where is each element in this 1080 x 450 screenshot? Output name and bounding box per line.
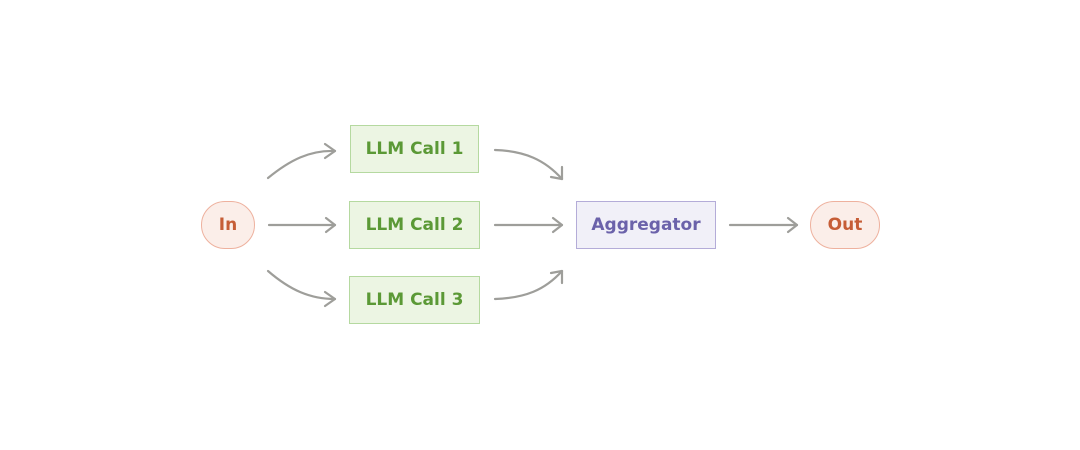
arrow-in-to-llm3 — [266, 269, 337, 301]
llm-call-3-label: LLM Call 3 — [365, 290, 464, 310]
output-node: Out — [810, 201, 880, 249]
aggregator-node: Aggregator — [576, 201, 716, 249]
arrow-llm1-to-agg — [493, 148, 564, 181]
arrowhead-llm2-to-agg — [551, 216, 564, 234]
arrowhead-in-to-llm2 — [324, 216, 337, 234]
llm-call-3-node: LLM Call 3 — [349, 276, 480, 324]
aggregator-label: Aggregator — [591, 215, 701, 235]
llm-call-1-label: LLM Call 1 — [365, 139, 464, 159]
arrowhead-in-to-llm1 — [323, 142, 337, 160]
llm-call-1-node: LLM Call 1 — [350, 125, 479, 173]
arrow-llm3-to-agg — [493, 269, 564, 301]
arrowhead-llm3-to-agg — [549, 269, 564, 285]
arrow-in-to-llm1 — [266, 149, 337, 180]
output-node-label: Out — [827, 215, 863, 235]
llm-call-2-node: LLM Call 2 — [349, 201, 480, 249]
arrowhead-agg-to-out — [786, 216, 799, 234]
arrowhead-in-to-llm3 — [323, 290, 337, 308]
arrowhead-llm1-to-agg — [549, 165, 564, 181]
input-node-label: In — [218, 215, 238, 235]
llm-call-2-label: LLM Call 2 — [365, 215, 464, 235]
input-node: In — [201, 201, 255, 249]
